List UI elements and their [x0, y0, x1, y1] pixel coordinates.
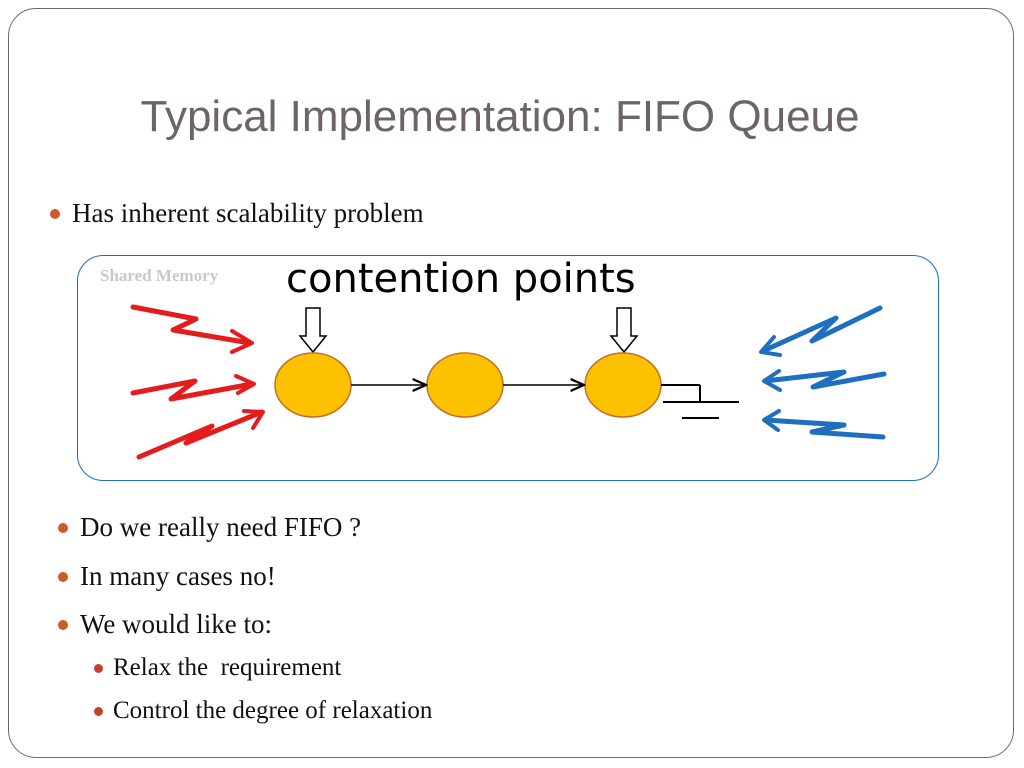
shared-memory-label: Shared Memory: [100, 266, 219, 285]
bullet-need-fifo: Do we really need FIFO ?: [58, 512, 361, 543]
bullet-text: Do we really need FIFO ?: [80, 512, 362, 542]
queue-node-middle: [426, 352, 504, 418]
shared-memory-box: [77, 255, 939, 481]
sub-bullet-relax: Relax the requirement: [94, 654, 341, 682]
bullet-text: Control the degree of relaxation: [113, 697, 433, 724]
sub-bullet-control: Control the degree of relaxation: [94, 697, 432, 725]
bullet-many-cases: In many cases no!: [58, 561, 276, 592]
slide-title: Typical Implementation: FIFO Queue: [140, 92, 860, 141]
bullet-dot: [50, 208, 60, 219]
bullet-would-like: We would like to:: [58, 609, 272, 640]
bullet-scalability: Has inherent scalability problem: [50, 198, 424, 229]
bullet-text: We would like to:: [80, 609, 273, 639]
null-terminator-icon: [661, 384, 739, 419]
dequeue-arrows: [759, 305, 887, 440]
enqueue-arrows: [130, 304, 265, 460]
enqueue-arrow-icon: [130, 304, 254, 354]
bullet-text: In many cases no!: [80, 561, 276, 591]
bullet-text: Has inherent scalability problem: [72, 198, 424, 228]
bullet-dot: [58, 619, 68, 630]
enqueue-arrow-icon: [130, 374, 256, 402]
dequeue-arrow-icon: [762, 409, 886, 440]
queue-node-head: [274, 352, 352, 418]
bullet-dot: [94, 706, 103, 716]
dequeue-arrow-icon: [759, 305, 883, 357]
contention-arrow-right: [609, 307, 639, 354]
contention-arrow-left: [298, 307, 328, 354]
bullet-dot: [94, 663, 103, 673]
enqueue-arrow-icon: [136, 409, 265, 460]
dequeue-arrow-icon: [762, 369, 887, 392]
bullet-text: Relax the requirement: [113, 654, 342, 681]
bullet-dot: [58, 571, 68, 582]
contention-points-label: contention points: [286, 256, 636, 302]
queue-node-tail: [584, 352, 662, 418]
bullet-dot: [58, 522, 68, 533]
slide-frame: [8, 8, 1014, 758]
